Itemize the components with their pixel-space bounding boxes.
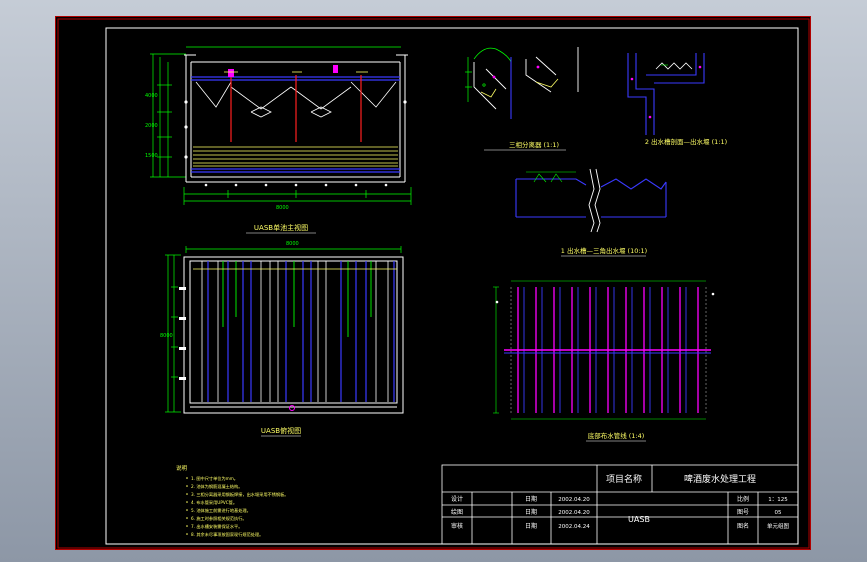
svg-text:4000: 4000 xyxy=(145,93,158,99)
sheet-label: 图号 xyxy=(737,509,749,516)
detail-triangle-weir: 1 出水槽—三角出水堰 (10:1) xyxy=(515,168,667,257)
detail-three-phase-separator: 三相分离器 (1:1) xyxy=(465,47,579,151)
note-line: 3. 三相分离器采用钢板焊接，出水堰采用不锈钢板。 xyxy=(191,491,288,498)
front-view-caption: UASB单池主视图 xyxy=(254,223,308,232)
detail-three-phase-caption: 三相分离器 (1:1) xyxy=(509,140,559,149)
notes-heading: 说明 xyxy=(176,464,188,472)
detail-bottom-pipe-caption: 底部布水管线 (1:4) xyxy=(588,431,645,440)
outer-frame xyxy=(57,18,810,549)
svg-text:8000: 8000 xyxy=(286,241,299,247)
sheet-name-label: 图名 xyxy=(737,522,749,530)
date-review: 2002.04.24 xyxy=(558,524,590,530)
sheet-name-value: 单元组图 xyxy=(767,522,790,530)
drawing-frame xyxy=(105,27,799,545)
note-line: 4. 布水管采用UPVC管。 xyxy=(191,499,237,506)
role-review: 审核 xyxy=(451,522,463,530)
project-label: 项目名称 xyxy=(606,473,642,485)
notes: 说明 1. 图中尺寸单位为mm。 2. 池体为钢筋混凝土结构。 3. 三相分离器… xyxy=(176,464,288,538)
front-view: 4000 2000 1500 8000 UASB单池主视图 xyxy=(145,46,412,234)
note-line: 6. 施工时参照相关规范执行。 xyxy=(191,515,247,522)
plan-view: 8000 8000 UASB俯视图 xyxy=(160,241,404,437)
note-line: 8. 其余未尽事项按国家现行规范处理。 xyxy=(191,531,263,538)
date-design: 2002.04.20 xyxy=(558,497,590,503)
date-drawing: 2002.04.20 xyxy=(558,510,590,516)
detail-bottom-distribution: 底部布水管线 (1:4) xyxy=(493,280,715,442)
note-line: 1. 图中尺寸单位为mm。 xyxy=(191,475,238,482)
project-name: 啤酒废水处理工程 xyxy=(684,473,756,485)
title-block: 项目名称 啤酒废水处理工程 UASB 设计 日期 2002.04.20 绘图 日… xyxy=(441,464,799,545)
note-line: 2. 池体为钢筋混凝土结构。 xyxy=(191,483,242,490)
date-label-design: 日期 xyxy=(525,495,537,503)
scale-label: 比例 xyxy=(737,495,749,503)
svg-text:8000: 8000 xyxy=(160,333,173,339)
note-line: 5. 池体施工前需进行地基处理。 xyxy=(191,507,251,514)
role-design: 设计 xyxy=(451,495,463,503)
note-line: 7. 出水槽安装需保证水平。 xyxy=(191,523,242,530)
scale-value: 1：125 xyxy=(768,497,788,503)
detail-triangle-weir-caption: 1 出水槽—三角出水堰 (10:1) xyxy=(561,246,647,255)
cad-viewport[interactable]: 4000 2000 1500 8000 UASB单池主视图 xyxy=(55,16,811,550)
svg-text:2000: 2000 xyxy=(145,123,158,129)
detail-outlet-weir: 2 出水槽剖面—出水堰 (1:1) xyxy=(627,53,727,146)
plan-view-caption: UASB俯视图 xyxy=(261,426,301,435)
svg-text:8000: 8000 xyxy=(276,205,289,211)
drawing-name: UASB xyxy=(628,515,650,524)
detail-weir-caption: 2 出水槽剖面—出水堰 (1:1) xyxy=(645,137,727,146)
cad-drawing-sheet: 4000 2000 1500 8000 UASB单池主视图 xyxy=(57,18,810,549)
role-drawing: 绘图 xyxy=(451,508,463,516)
date-label-drawing: 日期 xyxy=(525,508,537,516)
date-label-review: 日期 xyxy=(525,522,537,530)
sheet-value: 05 xyxy=(775,510,782,516)
svg-text:1500: 1500 xyxy=(145,153,158,159)
